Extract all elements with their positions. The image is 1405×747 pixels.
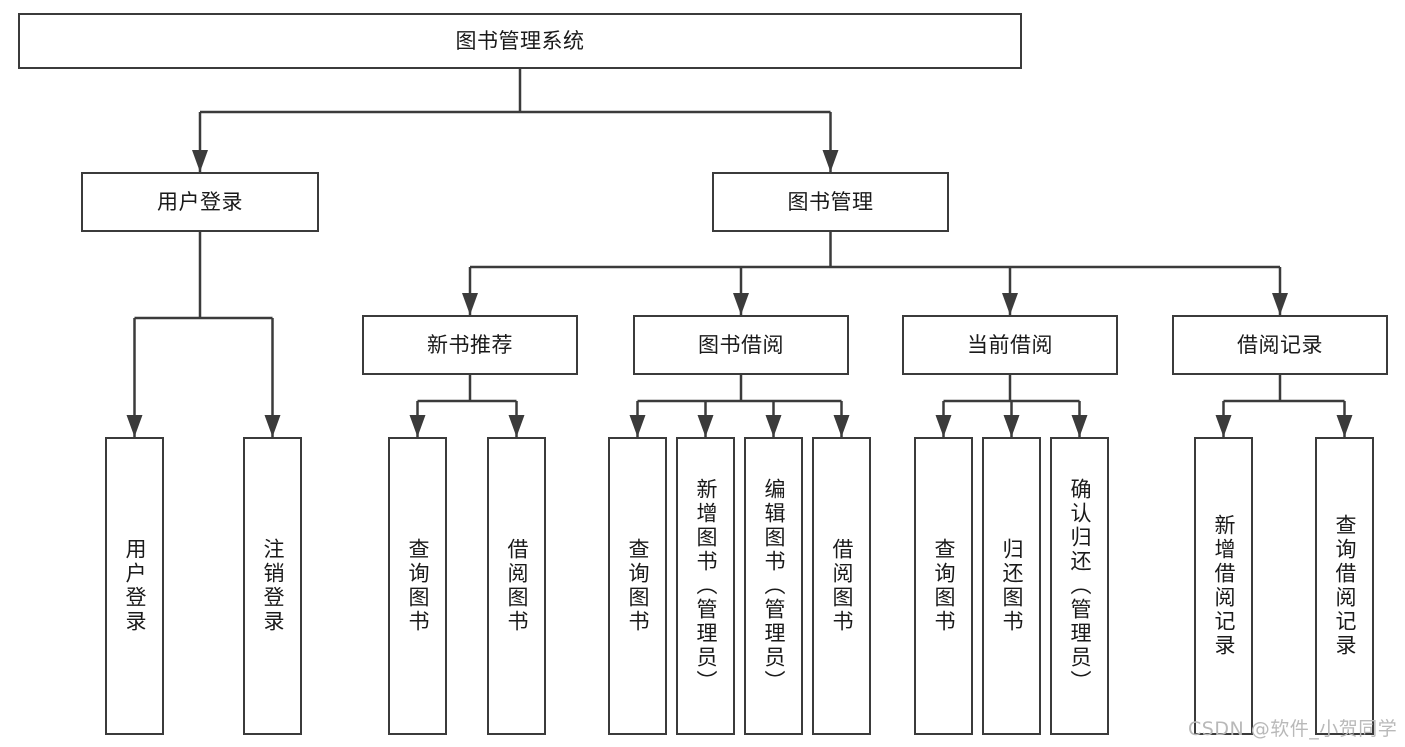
node-leaf-borrow-book-2[interactable]: 借阅图书	[812, 437, 871, 735]
arrowhead-book-manage	[822, 150, 839, 172]
arrowhead-leaf-add-record	[1215, 415, 1232, 437]
node-leaf-query-record[interactable]: 查询借阅记录	[1315, 437, 1374, 735]
node-label-leaf-add-record: 新增借阅记录	[1212, 514, 1236, 658]
node-borrow-record[interactable]: 借阅记录	[1172, 315, 1388, 375]
node-label-leaf-confirm-return: 确认归还（管理员）	[1068, 478, 1092, 694]
node-label-leaf-logout: 注销登录	[261, 538, 285, 634]
node-label-book-borrow: 图书借阅	[698, 332, 784, 357]
arrowhead-leaf-borrow-book-1	[508, 415, 525, 437]
node-leaf-confirm-return[interactable]: 确认归还（管理员）	[1050, 437, 1109, 735]
node-leaf-logout[interactable]: 注销登录	[243, 437, 302, 735]
node-label-borrow-record: 借阅记录	[1237, 332, 1323, 357]
arrowhead-leaf-add-book	[697, 415, 714, 437]
arrowhead-leaf-query-book-3	[935, 415, 952, 437]
arrowhead-leaf-borrow-book-2	[833, 415, 850, 437]
node-label-leaf-add-book: 新增图书（管理员）	[694, 478, 718, 694]
arrowhead-leaf-edit-book	[765, 415, 782, 437]
arrowhead-leaf-query-record	[1336, 415, 1353, 437]
node-leaf-add-book[interactable]: 新增图书（管理员）	[676, 437, 735, 735]
node-user-login[interactable]: 用户登录	[81, 172, 319, 232]
arrowhead-book-borrow	[733, 293, 749, 315]
arrowhead-current-borrow	[1002, 293, 1018, 315]
node-label-new-book-recommend: 新书推荐	[427, 332, 513, 357]
arrowhead-leaf-user-login	[126, 415, 143, 437]
arrowhead-leaf-confirm-return	[1071, 415, 1088, 437]
node-leaf-add-record[interactable]: 新增借阅记录	[1194, 437, 1253, 735]
node-label-leaf-user-login: 用户登录	[123, 538, 147, 634]
node-label-leaf-borrow-book-2: 借阅图书	[830, 538, 854, 634]
node-label-leaf-query-record: 查询借阅记录	[1333, 514, 1357, 658]
arrowhead-borrow-record	[1272, 293, 1288, 315]
node-leaf-borrow-book-1[interactable]: 借阅图书	[487, 437, 546, 735]
node-label-leaf-query-book-1: 查询图书	[406, 538, 430, 634]
node-label-book-manage: 图书管理	[787, 189, 874, 214]
node-root[interactable]: 图书管理系统	[18, 13, 1022, 69]
node-new-book-recommend[interactable]: 新书推荐	[362, 315, 578, 375]
node-label-root: 图书管理系统	[455, 28, 585, 53]
node-book-manage[interactable]: 图书管理	[712, 172, 949, 232]
node-current-borrow[interactable]: 当前借阅	[902, 315, 1118, 375]
arrowhead-leaf-logout	[264, 415, 281, 437]
node-label-leaf-borrow-book-1: 借阅图书	[505, 538, 529, 634]
arrowhead-new-book-recommend	[462, 293, 478, 315]
node-book-borrow[interactable]: 图书借阅	[633, 315, 849, 375]
node-label-current-borrow: 当前借阅	[967, 332, 1053, 357]
node-leaf-user-login[interactable]: 用户登录	[105, 437, 164, 735]
arrowhead-leaf-query-book-1	[409, 415, 426, 437]
arrowhead-leaf-return-book	[1003, 415, 1020, 437]
arrowhead-user-login	[192, 150, 208, 172]
watermark-text: CSDN @软件_小贺同学	[1188, 718, 1398, 740]
node-label-leaf-query-book-3: 查询图书	[932, 538, 956, 634]
node-leaf-edit-book[interactable]: 编辑图书（管理员）	[744, 437, 803, 735]
node-label-leaf-edit-book: 编辑图书（管理员）	[762, 478, 786, 694]
arrowhead-leaf-query-book-2	[629, 415, 646, 437]
node-leaf-query-book-2[interactable]: 查询图书	[608, 437, 667, 735]
node-label-leaf-query-book-2: 查询图书	[626, 538, 650, 634]
node-leaf-query-book-1[interactable]: 查询图书	[388, 437, 447, 735]
node-leaf-return-book[interactable]: 归还图书	[982, 437, 1041, 735]
node-leaf-query-book-3[interactable]: 查询图书	[914, 437, 973, 735]
node-label-leaf-return-book: 归还图书	[1000, 538, 1024, 634]
node-label-user-login: 用户登录	[157, 189, 243, 214]
